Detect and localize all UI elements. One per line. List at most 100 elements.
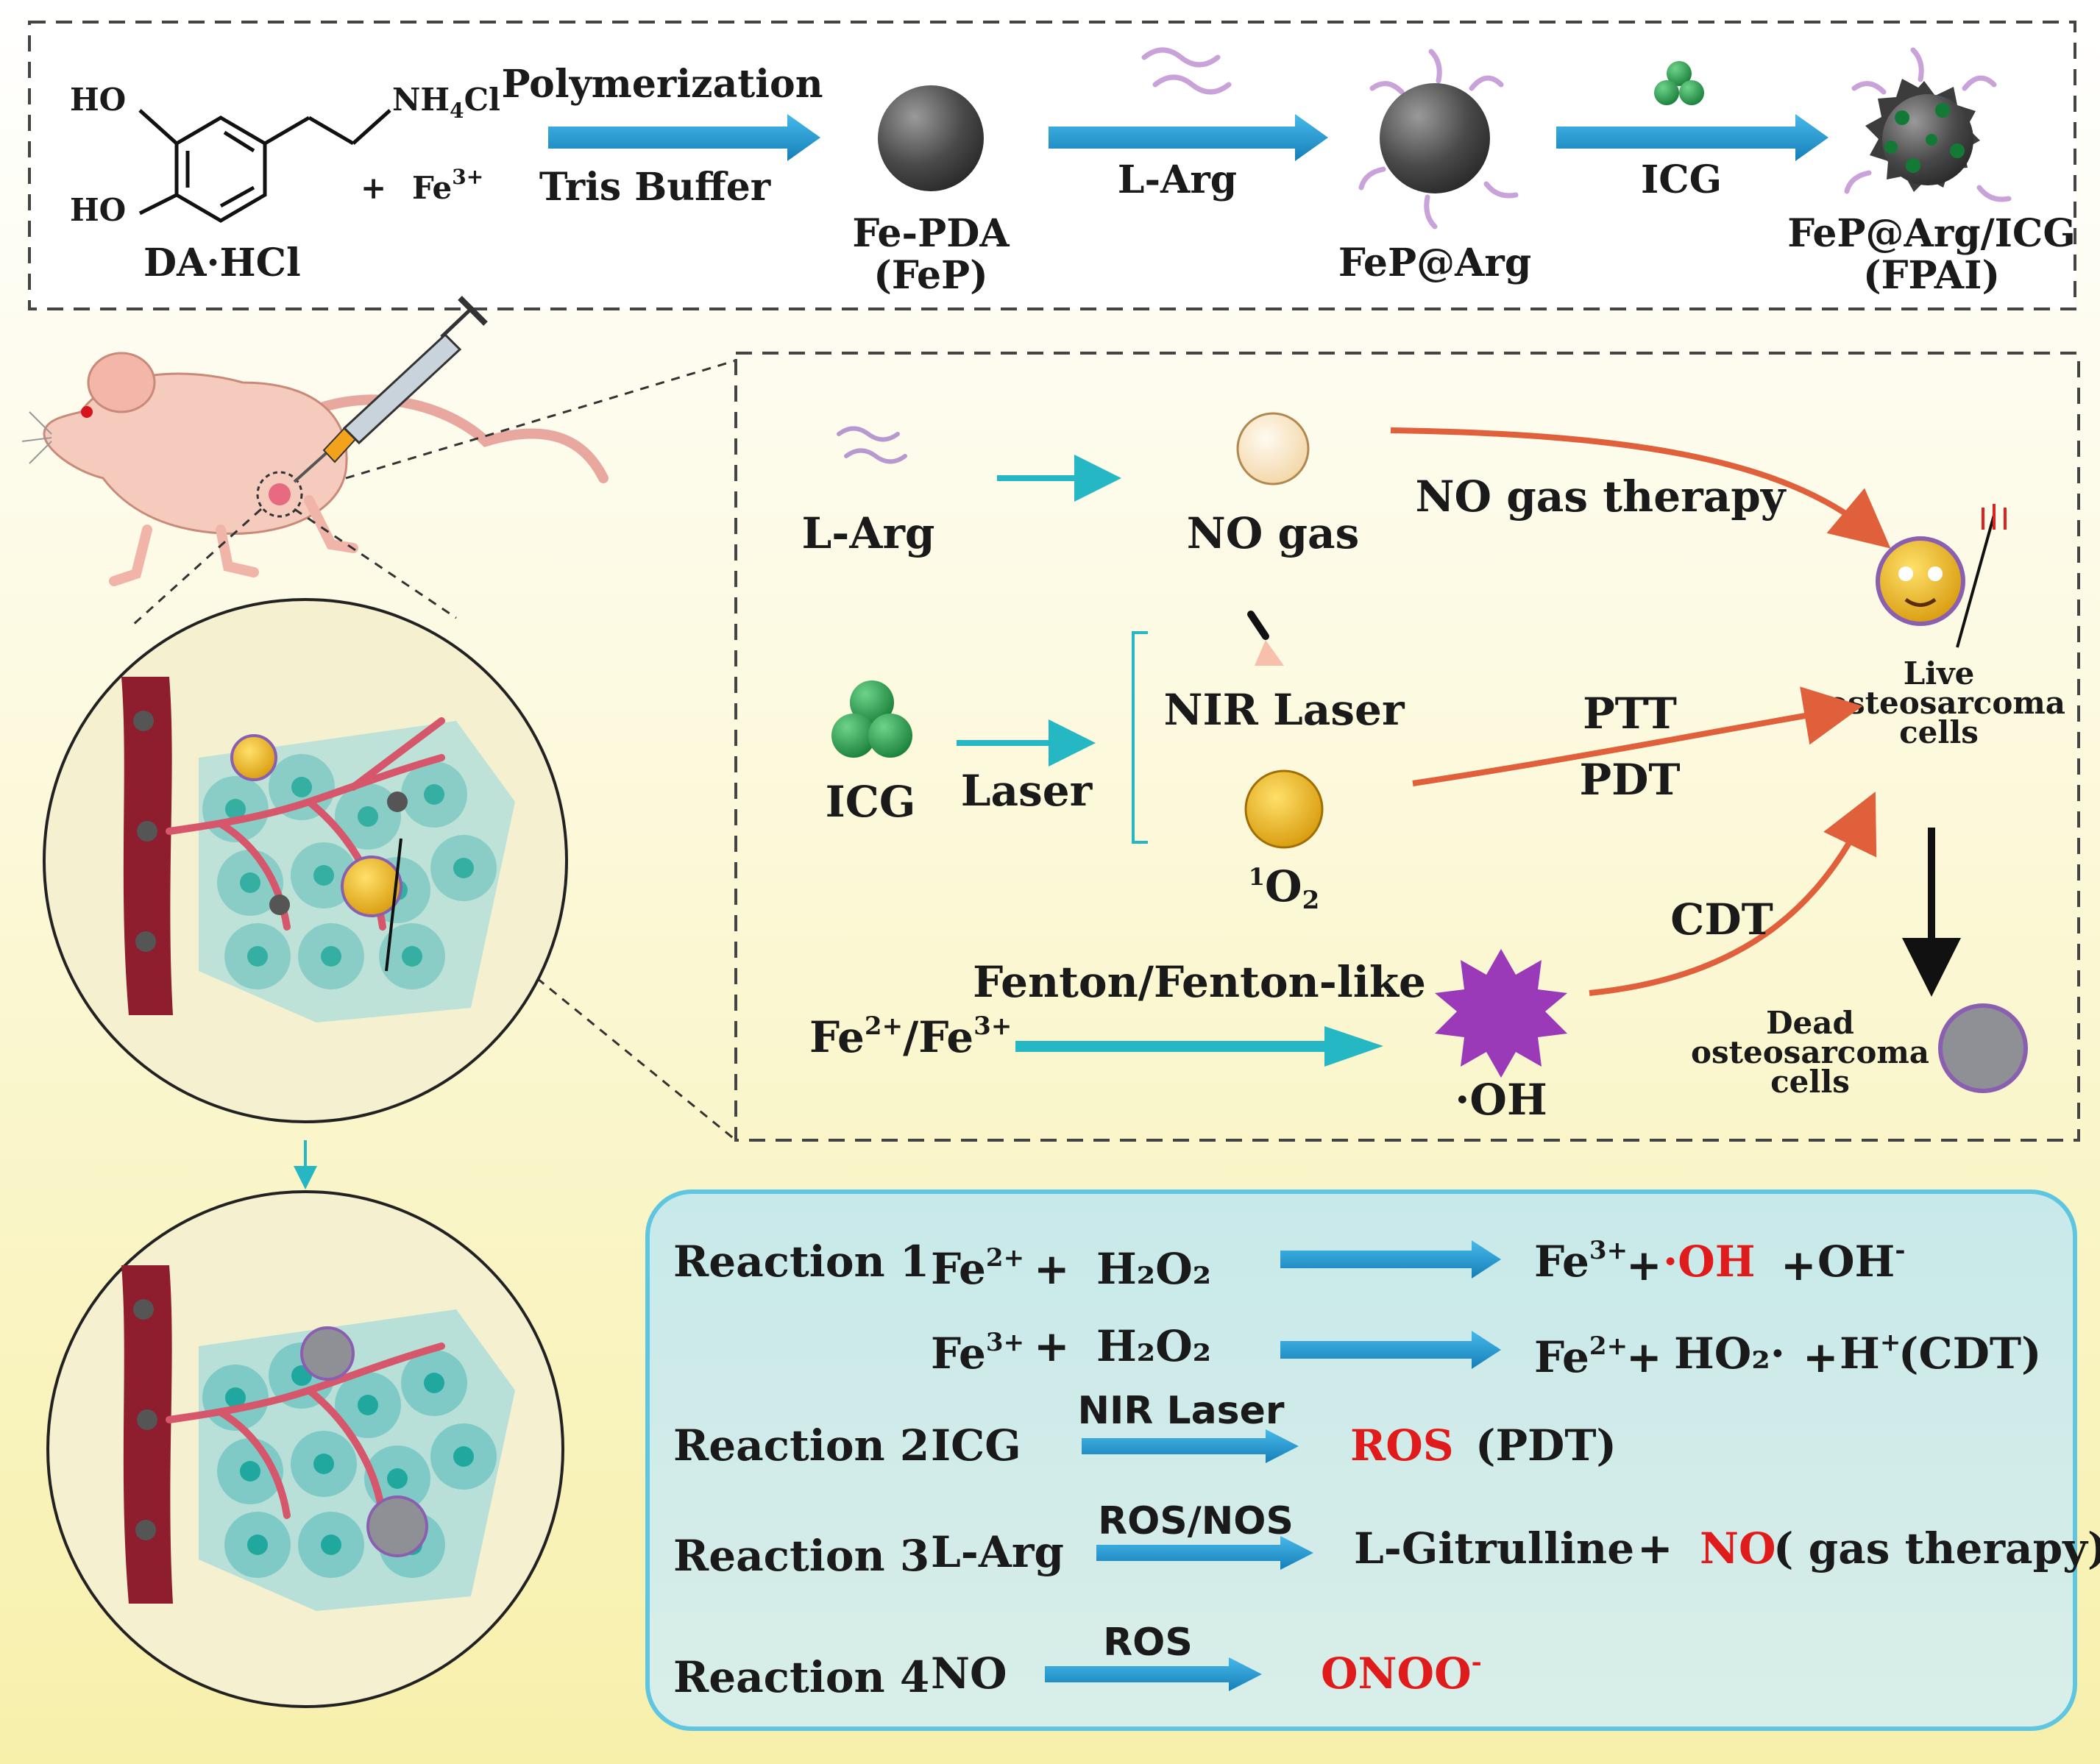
l-arg-chain-icon	[1141, 47, 1232, 95]
r1a-plus2: +	[1626, 1240, 1662, 1290]
r2-arrow	[1082, 1429, 1299, 1463]
fe-pda-label: Fe-PDA	[852, 211, 1010, 256]
pdt-label: PDT	[1579, 755, 1680, 805]
r1b-ho2: HO₂·	[1674, 1329, 1785, 1379]
r3-arrow	[1096, 1536, 1313, 1570]
r1b-h-plus: H+	[1840, 1328, 1901, 1379]
r3-citrulline: L-Gitrulline	[1354, 1523, 1634, 1573]
live-label-3: cells	[1899, 714, 1979, 750]
mechanism-dashed-border	[734, 352, 2080, 1142]
fe-pda-sphere	[878, 85, 984, 191]
l-arg-arrow	[1049, 114, 1328, 161]
r1b-plus: +	[1034, 1321, 1070, 1371]
singlet-oxygen-label: 1O2	[1249, 861, 1319, 915]
icg-icon	[831, 680, 912, 758]
r1b-fe3: Fe3+	[931, 1328, 1024, 1379]
mechanism-panel: L-Arg NO gas NO gas therapy Live osteosa…	[734, 352, 2080, 1142]
syringe-icon	[293, 296, 488, 483]
dead-label-3: cells	[1770, 1064, 1850, 1100]
r1b-plus3: +	[1803, 1332, 1839, 1382]
r3-gas-therapy: ( gas therapy)	[1773, 1523, 2100, 1573]
icg-arrow	[1556, 114, 1828, 161]
r1a-fe2: Fe2+	[931, 1243, 1024, 1294]
fenton-label: Fenton/Fenton-like	[973, 957, 1426, 1007]
r2-ros: ROS	[1350, 1420, 1454, 1470]
r1b-cdt: (CDT)	[1898, 1329, 2042, 1379]
l-arg-icon	[837, 426, 907, 464]
tumor-circle-before	[43, 598, 568, 1123]
mech-icg-label: ICG	[826, 777, 916, 827]
reaction-4-label: Reaction 4	[673, 1652, 929, 1702]
no-gas-label: NO gas	[1187, 508, 1360, 558]
bracket	[1132, 631, 1148, 844]
cdt-label: CDT	[1670, 895, 1773, 945]
no-gas-therapy-label: NO gas therapy	[1416, 472, 1787, 522]
reactions-panel-box	[645, 1189, 2077, 1731]
r1b-plus2: +	[1626, 1332, 1662, 1382]
r4-onoo: ONOO-	[1321, 1648, 1482, 1699]
fep-label: (FeP)	[873, 253, 987, 298]
fe3-label: Fe3+	[412, 165, 483, 206]
reaction-1-label: Reaction 1	[673, 1237, 929, 1287]
mouse-illustration	[21, 352, 609, 586]
r1a-oh-minus: OH-	[1817, 1236, 1905, 1287]
r1a-oh-radical: ·OH	[1663, 1237, 1756, 1287]
ptt-label: PTT	[1583, 689, 1677, 739]
r1a-fe3: Fe3+	[1534, 1236, 1628, 1287]
oh-label: ·OH	[1455, 1075, 1547, 1125]
r4-arrow	[1045, 1657, 1262, 1691]
r3-l-arg: L-Arg	[931, 1527, 1064, 1577]
r1a-plus3: +	[1781, 1240, 1817, 1290]
icg-step-label: ICG	[1641, 157, 1722, 202]
r2-icg: ICG	[931, 1420, 1021, 1470]
reaction-2-label: Reaction 2	[673, 1420, 929, 1470]
nh4cl-label: NH4Cl	[392, 82, 500, 123]
zoom-connector-lines	[131, 359, 737, 1142]
fpai-label-line1: FeP@Arg/ICG	[1787, 211, 2075, 256]
tris-buffer-label: Tris Buffer	[539, 165, 771, 210]
r1a-h2o2: H₂O₂	[1096, 1244, 1211, 1294]
da-hcl-label: DA·HCl	[143, 241, 301, 285]
dead-label-2: osteosarcoma	[1691, 1034, 1929, 1070]
fep-arg-particle	[1358, 49, 1519, 230]
fpai-particle	[1844, 47, 2012, 202]
l-arg-step-label: L-Arg	[1118, 157, 1237, 202]
fenton-arrow	[1015, 1026, 1383, 1067]
laser-label: Laser	[961, 766, 1093, 816]
fpai-label-line2: (FPAI)	[1863, 253, 2000, 298]
cdt-arrow	[1589, 792, 1877, 996]
r4-no: NO	[931, 1649, 1007, 1699]
no-therapy-arrow	[1390, 427, 1891, 549]
r3-condition: ROS/NOS	[1098, 1499, 1294, 1543]
r1b-h2o2: H₂O₂	[1096, 1321, 1211, 1371]
fe-ions-label: Fe2+/Fe3+	[809, 1011, 1012, 1062]
r4-condition: ROS	[1103, 1621, 1193, 1665]
dead-label-1: Dead	[1766, 1005, 1854, 1041]
ho-label-bottom: HO	[70, 192, 126, 228]
ptt-pdt-arrow	[1412, 686, 1863, 786]
polymerization-arrow	[548, 114, 820, 161]
ho-label-top: HO	[70, 82, 126, 118]
laser-pointer-icon	[1247, 611, 1284, 666]
live-label-1: Live	[1904, 655, 1975, 691]
r1a-arrow	[1280, 1240, 1501, 1278]
reactions-panel: Reaction 1 Fe2+ + H₂O₂ Fe3+ + ·OH + OH- …	[645, 1189, 2100, 1731]
r1a-plus: +	[1034, 1244, 1070, 1294]
dead-cell-icon	[1938, 1003, 2028, 1093]
r1b-arrow	[1280, 1331, 1501, 1369]
r3-plus: +	[1637, 1523, 1673, 1573]
r1b-fe2: Fe2+	[1534, 1331, 1628, 1382]
fep-arg-label: FeP@Arg	[1338, 241, 1531, 285]
plus-sign: +	[361, 170, 386, 206]
live-label-2: osteosarcoma	[1827, 685, 2065, 721]
tumor-circle-after	[46, 1190, 564, 1708]
singlet-oxygen-icon	[1244, 769, 1324, 849]
r2-condition: NIR Laser	[1077, 1389, 1284, 1433]
live-cell-icon	[1876, 504, 2007, 648]
mech-l-arg-label: L-Arg	[802, 508, 935, 558]
polymerization-label: Polymerization	[501, 62, 823, 107]
synthesis-dashed-border	[28, 21, 2076, 310]
r3-no: NO	[1700, 1523, 1776, 1573]
synthesis-panel: HO HO NH4Cl + Fe3+ DA·HCl Polymerization…	[28, 21, 2076, 310]
